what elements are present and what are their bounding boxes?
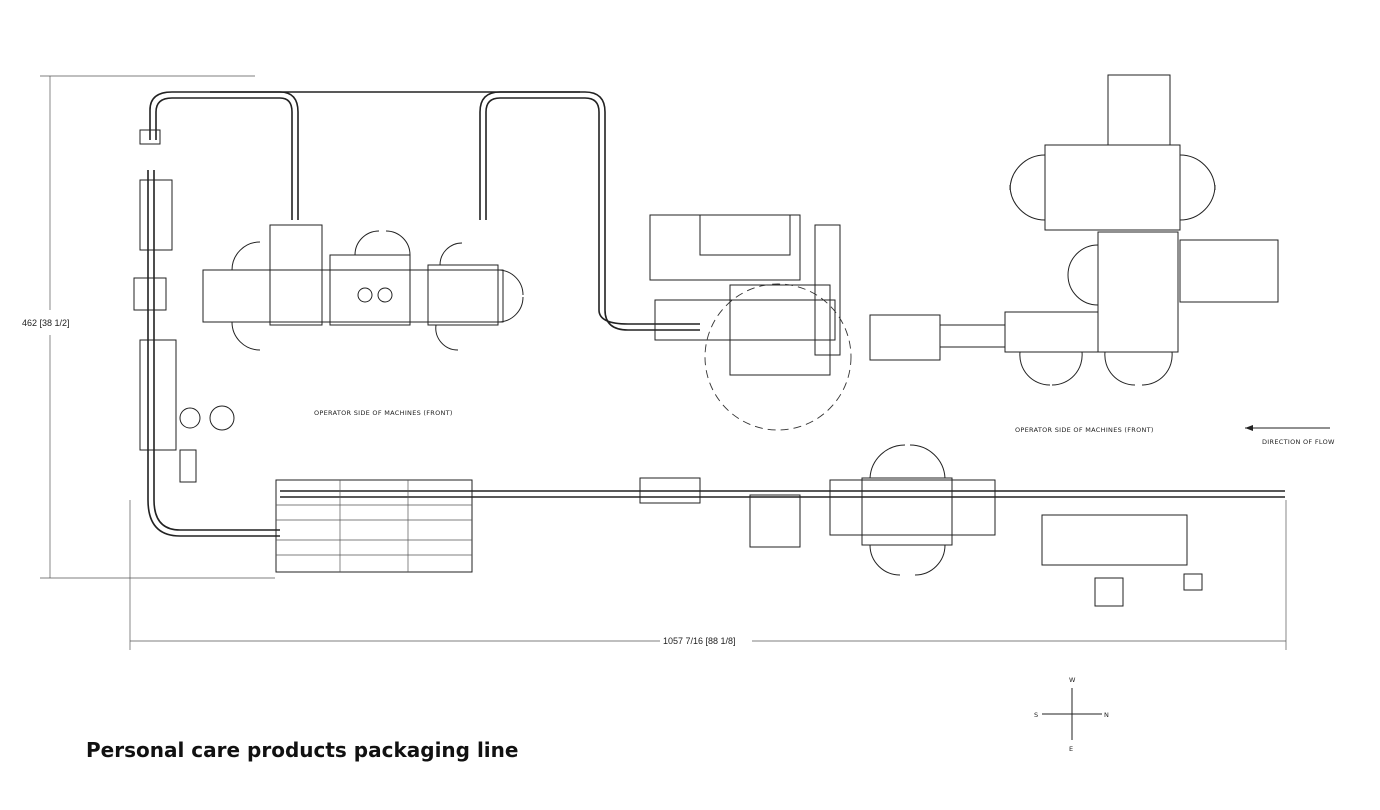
compass-west: W [1069,676,1076,684]
compass-south: S [1034,711,1038,719]
compass-north: N [1104,711,1109,719]
page-title: Personal care products packaging line [86,738,519,762]
height-dimension: 462 [38 1/2] [22,75,275,579]
conveyor-paths [147,91,1285,537]
left-machines [133,129,235,483]
compass-east: E [1069,745,1073,753]
compass-rose: W S N E [1034,676,1109,753]
bottom-line-machines [275,444,1203,607]
direction-of-flow-label: DIRECTION OF FLOW [1262,438,1335,446]
operator-side-label-right: OPERATOR SIDE OF MACHINES (FRONT) [1015,426,1154,434]
machine-group-1: OPERATOR SIDE OF MACHINES (FRONT) [202,224,524,417]
height-dimension-label: 462 [38 1/2] [22,318,70,328]
width-dimension-label: 1057 7/16 [88 1/8] [663,636,736,646]
machine-group-3: OPERATOR SIDE OF MACHINES (FRONT) DIRECT… [1004,74,1335,446]
operator-side-label-left: OPERATOR SIDE OF MACHINES (FRONT) [314,409,453,417]
machine-group-2 [649,214,1006,431]
width-dimension: 1057 7/16 [88 1/8] [129,500,1287,650]
